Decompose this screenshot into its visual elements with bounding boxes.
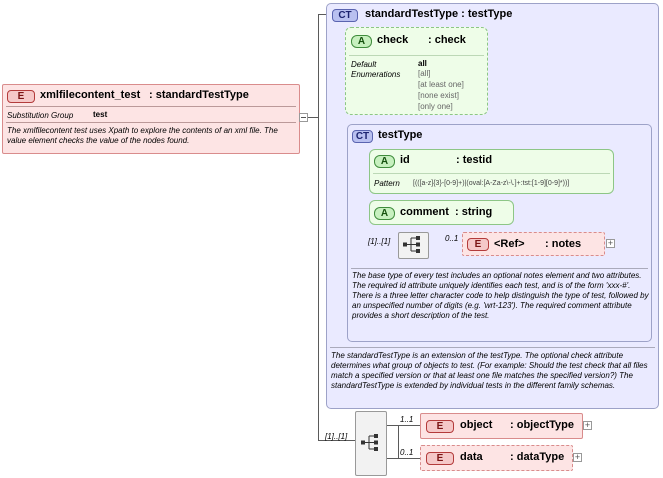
element-icon: E (467, 238, 489, 251)
divider (373, 173, 610, 174)
subst-group-value: test (93, 110, 108, 119)
standardtesttype-node[interactable]: CT standardTestType : testType A check :… (326, 3, 659, 409)
id-name: id (400, 154, 410, 166)
sequence-icon (361, 434, 378, 451)
root-element-node[interactable]: E xmlfilecontent_test : standardTestType… (2, 84, 300, 154)
id-type: : testid (456, 154, 493, 166)
default-label: Default (351, 60, 377, 69)
complex-type-icon: CT (332, 9, 358, 22)
root-element-type: : standardTestType (149, 89, 249, 101)
element-icon: E (7, 90, 35, 103)
enumerations-label: Enumerations (351, 70, 401, 79)
divider (349, 55, 484, 56)
testtype-node[interactable]: CT testType A id : testid Pattern [(([a-… (347, 124, 652, 342)
outer-sequence-cardinality: [1]..[1] (325, 432, 348, 441)
attribute-icon: A (374, 155, 395, 168)
complex-type-icon: CT (352, 130, 373, 143)
sequence-icon (403, 236, 420, 253)
connector-root-trunk (318, 14, 319, 440)
check-type: : check (428, 34, 466, 46)
data-cardinality: 0..1 (400, 448, 414, 457)
notes-cardinality: 0..1 (445, 234, 459, 243)
inner-sequence-compositor[interactable] (398, 232, 429, 259)
object-name: object (460, 419, 493, 431)
subst-group-label: Substitution Group (7, 111, 74, 120)
attribute-icon: A (351, 35, 372, 48)
attribute-id-node[interactable]: A id : testid Pattern [(([a-z]{3}-[0-9]+… (369, 149, 614, 194)
attribute-check-node[interactable]: A check : check Default Enumerations all… (345, 27, 488, 115)
root-description: The xmlfilecontent test uses Xpath to ex… (7, 126, 278, 145)
divider (330, 347, 655, 348)
divider (6, 106, 296, 107)
element-data-node[interactable]: E data : dataType (420, 445, 573, 471)
element-object-node[interactable]: E object : objectType (420, 413, 583, 439)
expand-toggle[interactable]: + (573, 452, 582, 462)
default-value: all (418, 59, 427, 68)
connector-to-object (385, 425, 420, 426)
notes-name: <Ref> (494, 238, 525, 250)
object-cardinality: 1..1 (400, 415, 414, 424)
data-type: : dataType (510, 451, 565, 463)
connector-seq-split (398, 425, 399, 458)
check-name: check (377, 34, 409, 46)
attribute-comment-node[interactable]: A comment : string (369, 200, 514, 225)
divider (351, 268, 648, 269)
connector-root-out (303, 117, 318, 118)
comment-type: : string (455, 206, 493, 218)
outer-sequence-compositor[interactable] (355, 411, 387, 476)
comment-name: comment (400, 206, 449, 218)
enum-value: [only one] (418, 102, 453, 111)
data-name: data (460, 451, 483, 463)
enum-value: [none exist] (418, 91, 459, 100)
testtype-description: The base type of every test includes an … (352, 271, 649, 320)
connector-to-data (385, 458, 420, 459)
pattern-value: [(([a-z]{3}-[0-9]+)|(oval:[A-Za-z\-\.]+:… (413, 180, 570, 187)
testtype-title: testType (378, 129, 423, 141)
pattern-label: Pattern (374, 179, 400, 188)
standardtesttype-title: standardTestType : testType (365, 8, 513, 20)
connector-to-sequence (318, 440, 355, 441)
enum-value: [all] (418, 69, 431, 78)
expand-toggle[interactable]: + (606, 238, 615, 248)
object-type: : objectType (510, 419, 574, 431)
attribute-icon: A (374, 207, 395, 220)
element-icon: E (426, 452, 454, 465)
notes-type: : notes (545, 238, 582, 250)
expand-toggle[interactable]: + (583, 420, 592, 430)
element-icon: E (426, 420, 454, 433)
root-element-name: xmlfilecontent_test (40, 89, 141, 101)
collapse-toggle[interactable] (299, 113, 308, 122)
element-notes-ref-node[interactable]: E <Ref> : notes (462, 232, 605, 256)
connector-to-standardtesttype (318, 14, 326, 15)
standardtesttype-description: The standardTestType is an extension of … (331, 351, 648, 390)
divider (6, 122, 296, 123)
enum-value: [at least one] (418, 80, 464, 89)
inner-sequence-cardinality: [1]..[1] (368, 237, 391, 246)
